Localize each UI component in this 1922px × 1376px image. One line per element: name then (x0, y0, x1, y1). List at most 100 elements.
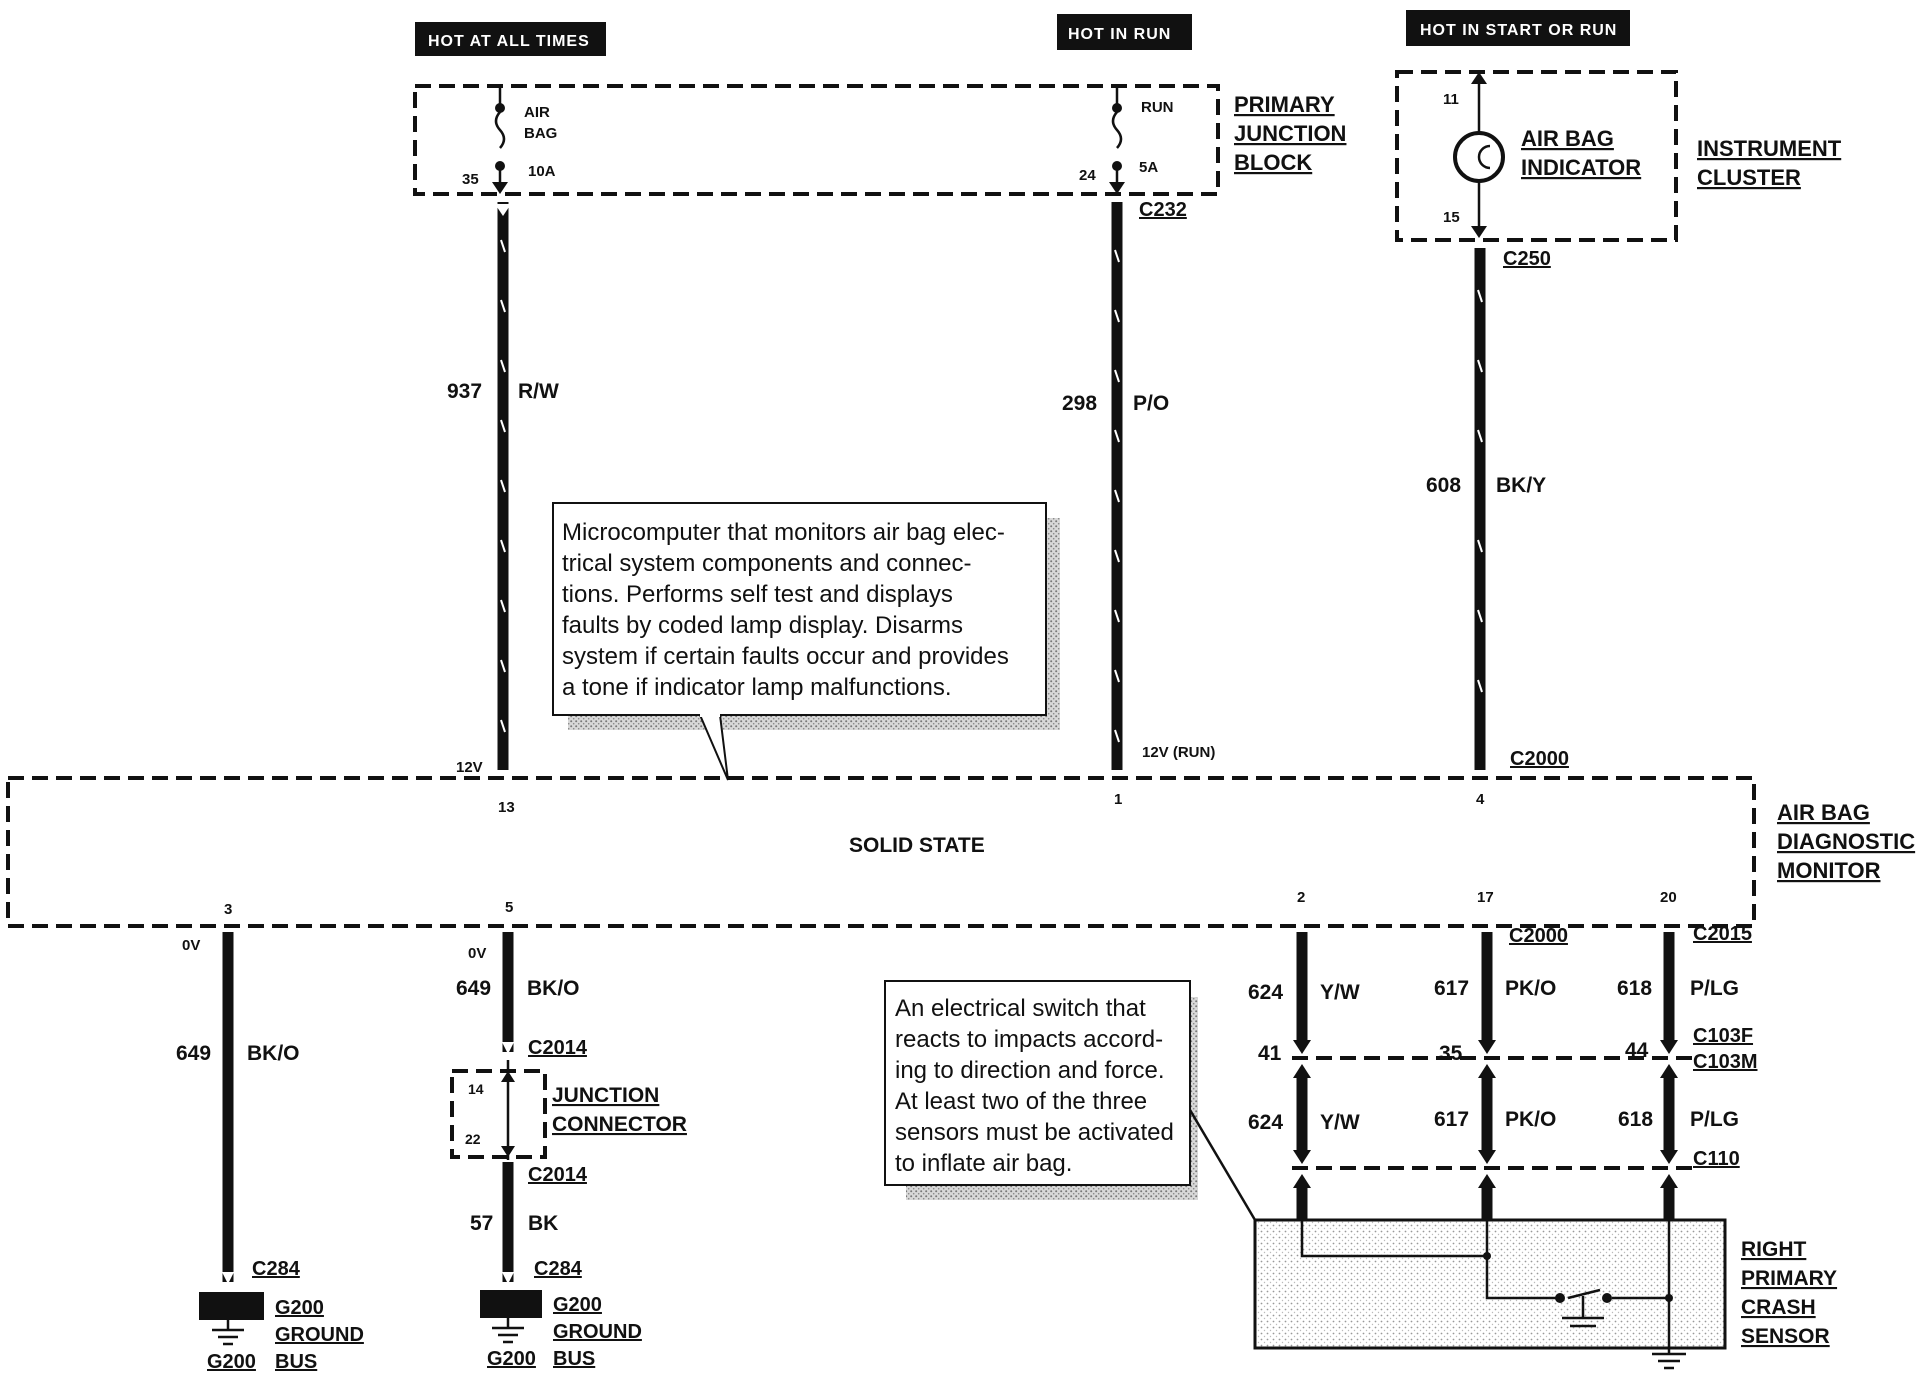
wire-57 (502, 1162, 514, 1284)
sensor-note-line-6: to inflate air bag. (895, 1150, 1072, 1177)
fuse-run (1109, 86, 1125, 194)
sensor-pin-44: 44 (1625, 1039, 1649, 1062)
ground-left-connector: C284 (252, 1258, 301, 1280)
pjb-label-1: PRIMARY (1234, 92, 1335, 117)
monitor-pin-5: 5 (505, 899, 513, 916)
junction-pin-bottom: 22 (465, 1131, 481, 1147)
wire-57-color: BK (528, 1212, 558, 1235)
sensor-note-box (884, 980, 1191, 1186)
header-hot-in-start-or-run-text: HOT IN START OR RUN (1420, 22, 1617, 39)
wire-937-number: 937 (447, 380, 482, 403)
ground-left-voltage: 0V (182, 937, 200, 954)
monitor-pin-13: 13 (498, 799, 515, 816)
monitor-pin-1: 1 (1114, 791, 1122, 808)
monitor-pin-2: 2 (1297, 889, 1305, 906)
ground-left-icon (199, 1292, 264, 1346)
wire-stripes (500, 239, 1483, 743)
sensor-w617-number-bottom: 617 (1434, 1108, 1469, 1131)
sensor-w618-number-bottom: 618 (1618, 1108, 1653, 1131)
pjb-label-2: JUNCTION (1234, 121, 1346, 146)
instrument-cluster-box (1395, 70, 1678, 242)
sensor-w624-color-bottom: Y/W (1320, 1111, 1360, 1134)
wire-57-number: 57 (470, 1212, 493, 1235)
sensor-connector-c103f: C103F (1693, 1025, 1753, 1047)
fuse-air-bag-name-2: BAG (524, 125, 557, 142)
indicator-label-1: AIR BAG (1521, 126, 1614, 151)
ground-left-ground-line-1: GROUND (275, 1324, 364, 1346)
ground-left-wire-number: 649 (176, 1042, 211, 1065)
wire-617 (1478, 932, 1496, 1220)
wire-937-color: R/W (518, 380, 559, 403)
sensor-note-line-1: An electrical switch that (895, 995, 1146, 1022)
fuse-run-name: RUN (1141, 99, 1174, 116)
ground-mid-wire-color: BK/O (527, 977, 580, 1000)
sensor-w618-color-top: P/LG (1690, 977, 1739, 1000)
wire-624 (1293, 932, 1311, 1220)
fuse-run-pin: 24 (1079, 167, 1096, 184)
primary-junction-block-box (413, 84, 1220, 196)
fuse-air-bag-pin: 35 (462, 171, 479, 188)
sensor-w618-color-bottom: P/LG (1690, 1108, 1739, 1131)
sensor-w624-number-top: 624 (1248, 981, 1283, 1004)
diagnostic-monitor-box (6, 776, 1756, 928)
monitor-pin-4: 4 (1476, 791, 1485, 808)
sensor-note-line-5: sensors must be activated (895, 1119, 1174, 1146)
sensor-note-pointer (1188, 1109, 1257, 1221)
header-hot-in-run-text: HOT IN RUN (1068, 26, 1171, 43)
crash-sensor-label-3: CRASH (1741, 1296, 1816, 1319)
monitor-pin-3: 3 (224, 901, 232, 918)
sensor-connector-c110: C110 (1693, 1148, 1740, 1170)
wire-608-color: BK/Y (1496, 474, 1546, 497)
instrument-cluster-label-1: INSTRUMENT (1697, 136, 1842, 161)
ground-mid-voltage: 0V (468, 945, 486, 962)
header-hot-in-start-or-run: HOT IN START OR RUN (1406, 10, 1630, 46)
sensor-connector-c2015: C2015 (1693, 923, 1752, 945)
ground-left-ground-line-2: BUS (275, 1351, 317, 1373)
crash-sensor-ground-icon (1652, 1298, 1686, 1370)
monitor-pin-17: 17 (1477, 889, 1494, 906)
ground-mid-g200-top: G200 (553, 1294, 602, 1316)
sensor-w618-number-top: 618 (1617, 977, 1652, 1000)
pjb-label-3: BLOCK (1234, 150, 1312, 175)
ground-left-wire-color: BK/O (247, 1042, 300, 1065)
sensor-pin-35: 35 (1439, 1042, 1463, 1065)
ground-mid-connector-top: C2014 (528, 1037, 588, 1059)
wire-649-mid (502, 932, 514, 1054)
crash-sensor-label-2: PRIMARY (1741, 1267, 1837, 1290)
microcomputer-note-line-1: Microcomputer that monitors air bag elec… (562, 519, 1005, 546)
fuse-air-bag (492, 86, 508, 194)
instrument-cluster-label-2: CLUSTER (1697, 165, 1801, 190)
indicator-pin-bottom: 15 (1443, 209, 1460, 226)
wire-618 (1660, 932, 1678, 1220)
microcomputer-note-line-4: faults by coded lamp display. Disarms (562, 612, 963, 639)
wire-298-voltage: 12V (RUN) (1142, 744, 1215, 761)
sensor-note-line-2: reacts to impacts accord- (895, 1026, 1163, 1053)
microcomputer-note-line-2: trical system components and connec- (562, 550, 972, 577)
sensor-w617-color-bottom: PK/O (1505, 1108, 1556, 1131)
sensor-pin-41: 41 (1258, 1042, 1282, 1065)
sensor-w624-color-top: Y/W (1320, 981, 1360, 1004)
crash-sensor-box (1253, 1218, 1727, 1350)
indicator-pin-top: 11 (1443, 91, 1459, 108)
connector-c2000-top: C2000 (1510, 748, 1569, 770)
indicator-label-2: INDICATOR (1521, 155, 1641, 180)
junction-connector-label-1: JUNCTION (552, 1084, 659, 1107)
junction-connector-box (450, 1069, 547, 1159)
ground-mid-icon (480, 1290, 542, 1344)
sensor-w617-number-top: 617 (1434, 977, 1469, 1000)
ground-mid-g200-bottom: G200 (487, 1348, 536, 1370)
sensor-w624-number-bottom: 624 (1248, 1111, 1283, 1134)
microcomputer-note-line-3: tions. Performs self test and displays (562, 581, 953, 608)
header-hot-at-all-times: HOT AT ALL TIMES (415, 22, 606, 56)
junction-connector-label-2: CONNECTOR (552, 1113, 687, 1136)
sensor-w617-color-top: PK/O (1505, 977, 1556, 1000)
fuse-run-rating: 5A (1139, 159, 1158, 176)
ground-mid-wire-number: 649 (456, 977, 491, 1000)
microcomputer-note-box (552, 502, 1047, 716)
crash-sensor-label-1: RIGHT (1741, 1238, 1807, 1261)
sensor-note-line-4: At least two of the three (895, 1088, 1147, 1115)
connector-c250: C250 (1503, 248, 1551, 270)
wire-937-voltage: 12V (456, 759, 483, 776)
junction-connector-jumper (501, 1060, 515, 1160)
